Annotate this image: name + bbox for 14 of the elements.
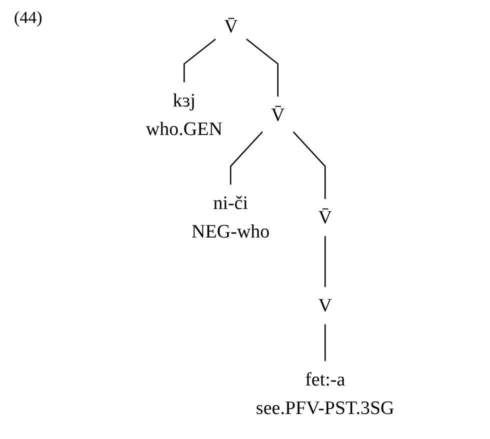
connector	[292, 131, 326, 200]
example-number: (44)	[14, 8, 42, 28]
node-text: fet:-a see.PFV-PST.3SG	[256, 368, 394, 418]
connector	[246, 38, 278, 97]
node-text: V̄	[224, 16, 238, 37]
node-text: V̄	[318, 206, 332, 228]
connector	[324, 236, 326, 288]
node-text: ni-či NEG-who	[191, 192, 270, 242]
connector	[183, 38, 216, 82]
node-text: kɜj who.GEN	[146, 90, 222, 140]
connector	[230, 131, 263, 185]
node-text: V	[318, 294, 332, 316]
connector	[324, 324, 326, 362]
node-text: V̄	[270, 104, 285, 126]
